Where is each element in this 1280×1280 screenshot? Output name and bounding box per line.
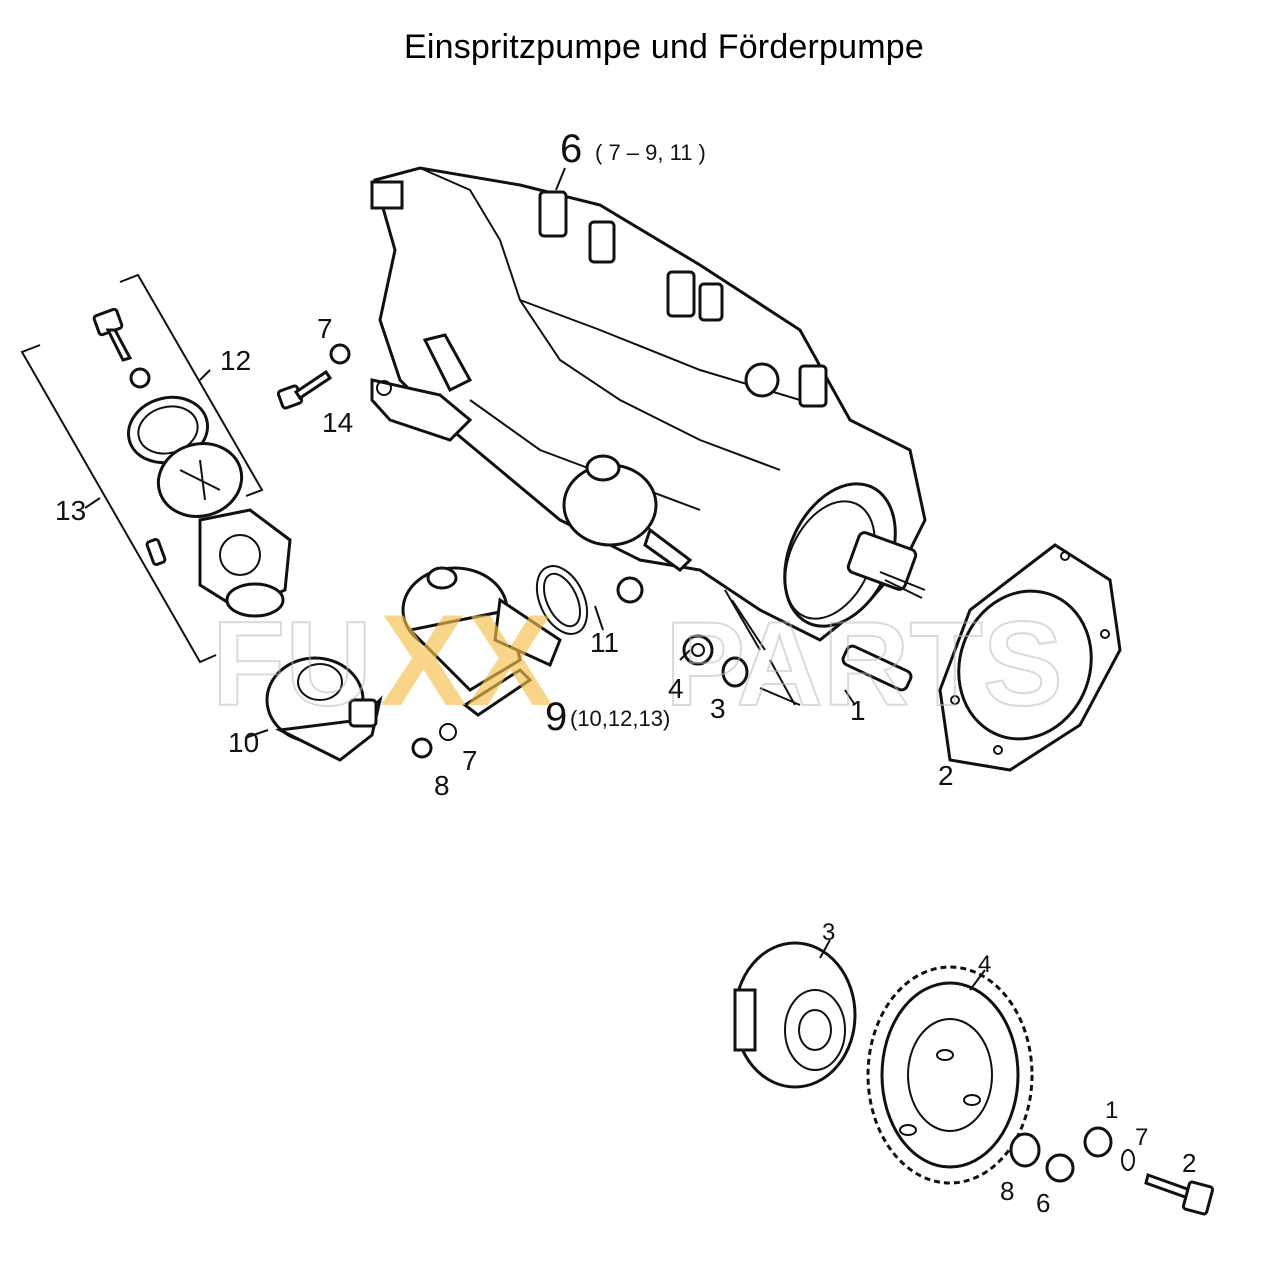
label-6: 6 bbox=[560, 127, 582, 171]
label-gear-1: 1 bbox=[1105, 1097, 1118, 1124]
label-gear-6: 6 bbox=[1036, 1188, 1050, 1218]
part-labels: 6 ( 7 – 9, 11 ) 12 13 7 14 10 11 9 (10,1… bbox=[55, 127, 1196, 1218]
feed-pump-10-drawing bbox=[265, 656, 383, 762]
label-12: 12 bbox=[220, 345, 251, 376]
label-3: 3 bbox=[710, 693, 726, 724]
label-7-upper: 7 bbox=[317, 313, 333, 344]
label-gear-8: 8 bbox=[1000, 1176, 1014, 1206]
page-title: Einspritzpumpe und Förderpumpe bbox=[403, 28, 925, 66]
injection-pump-drawing bbox=[370, 166, 927, 651]
gasket-2-drawing bbox=[938, 543, 1122, 772]
label-7-lower: 7 bbox=[462, 745, 478, 776]
label-1: 1 bbox=[850, 695, 866, 726]
watermark: FU XX PARTS bbox=[211, 587, 1064, 733]
watermark-fu: FU bbox=[212, 597, 372, 731]
watermark-xx: XX bbox=[380, 587, 553, 733]
label-gear-3: 3 bbox=[822, 919, 835, 946]
label-14: 14 bbox=[322, 407, 353, 438]
label-6-sub: ( 7 – 9, 11 ) bbox=[595, 140, 706, 165]
callout-lines bbox=[84, 167, 986, 991]
label-gear-7: 7 bbox=[1135, 1124, 1148, 1151]
feed-pump-9-drawing bbox=[401, 565, 644, 717]
watermark-parts: PARTS bbox=[665, 597, 1063, 731]
bolt-14-drawing bbox=[276, 343, 351, 410]
label-9-sub: (10,12,13) bbox=[570, 706, 670, 731]
nut-washer-7-8-drawing bbox=[411, 723, 457, 759]
stud-washer-nut-drawing bbox=[682, 634, 913, 706]
label-2: 2 bbox=[938, 760, 954, 791]
feed-pump-kit-drawing bbox=[20, 273, 292, 664]
label-11: 11 bbox=[590, 627, 619, 658]
label-10: 10 bbox=[228, 727, 259, 758]
label-8: 8 bbox=[434, 770, 450, 801]
label-4: 4 bbox=[668, 673, 684, 704]
label-gear-4: 4 bbox=[978, 951, 991, 978]
label-13: 13 bbox=[55, 495, 86, 526]
gear-assembly-drawing bbox=[733, 941, 1215, 1216]
label-9: 9 bbox=[545, 695, 567, 739]
label-gear-2: 2 bbox=[1182, 1148, 1196, 1178]
